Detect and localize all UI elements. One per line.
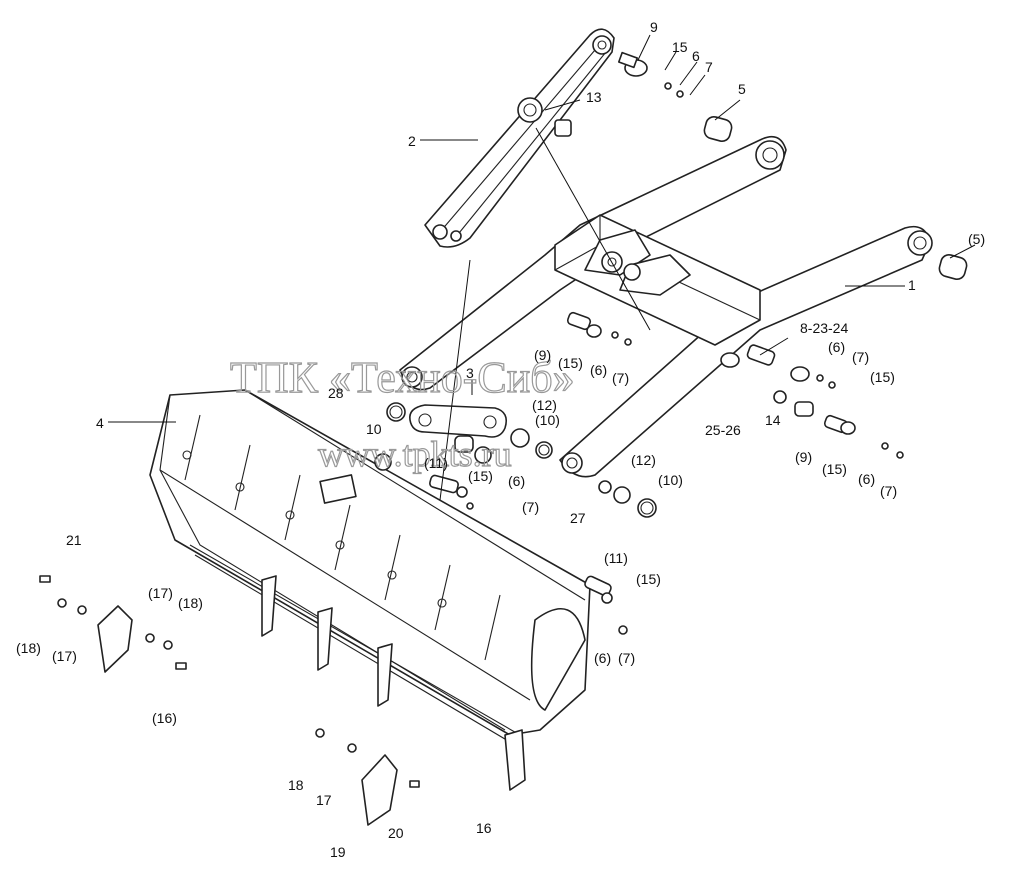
watermark: ТПК «Техно-Сиб» www.tpkts.ru [229,352,575,474]
callout-7-top: 7 [705,59,713,75]
callout-9-ref-mid: (9) [534,347,551,363]
callout-4: 4 [96,415,104,431]
callout-6-ref-mid: (6) [590,362,607,378]
callout-10-ref-mid: (10) [535,412,560,428]
callout-15-ref-low: (15) [636,571,661,587]
callout-25-26: 25-26 [705,422,741,438]
callout-13: 13 [586,89,602,105]
callout-labels: 1 2 3 4 5 (5) 6 (6) (6) (6) (6) (6) 7 (7… [16,19,985,860]
callout-10: 10 [366,421,382,437]
callout-20: 20 [388,825,404,841]
hardware-parts [39,51,968,826]
callout-18-ref-right: (18) [178,595,203,611]
callout-10-ref-low: (10) [658,472,683,488]
callout-18-ref-left: (18) [16,640,41,656]
callout-3: 3 [466,365,474,381]
callout-7-ref-low: (7) [618,650,635,666]
boom-frame-part-1 [399,135,933,478]
watermark-line-2: www.tpkts.ru [318,434,512,474]
watermark-line-1: ТПК «Техно-Сиб» [230,353,575,402]
callout-17-ref-left: (17) [52,648,77,664]
callout-21: 21 [66,532,82,548]
callout-15-ref-mid: (15) [558,355,583,371]
callout-16: 16 [476,820,492,836]
callout-15-ref-left: (15) [468,468,493,484]
callout-18: 18 [288,777,304,793]
callout-14: 14 [765,412,781,428]
callout-5-ref: (5) [968,231,985,247]
bucket-part-4 [149,389,591,791]
callout-17-ref-right: (17) [148,585,173,601]
callout-11-ref-lower: (11) [604,550,628,566]
callout-7-ref-right: (7) [852,349,869,365]
callout-15-top: 15 [672,39,688,55]
callout-7-ref-far: (7) [880,483,897,499]
callout-11-ref-upper: (11) [424,455,448,471]
callout-27: 27 [570,510,586,526]
callout-1: 1 [908,277,916,293]
callout-28: 28 [328,385,344,401]
callout-7-ref-left: (7) [522,499,539,515]
callout-9-ref-right: (9) [795,449,812,465]
callout-6-ref-low: (6) [594,650,611,666]
callout-17: 17 [316,792,332,808]
callout-19: 19 [330,844,346,860]
callout-7-ref-mid: (7) [612,370,629,386]
callout-6-ref-right: (6) [828,339,845,355]
callout-16-ref: (16) [152,710,177,726]
callout-8-23-24: 8-23-24 [800,320,848,336]
callout-6-top: 6 [692,48,700,64]
link-part-3 [408,404,508,438]
callout-12-ref-low: (12) [631,452,656,468]
callout-12-ref-mid: (12) [532,397,557,413]
callout-15-ref-right: (15) [870,369,895,385]
callout-2: 2 [408,133,416,149]
link-arm-part-2 [424,28,615,248]
callout-9-top: 9 [650,19,658,35]
leader-lines [108,34,976,501]
callout-6-ref-far: (6) [858,471,875,487]
callout-5: 5 [738,81,746,97]
callout-15-ref-far: (15) [822,461,847,477]
callout-6-ref-left: (6) [508,473,525,489]
